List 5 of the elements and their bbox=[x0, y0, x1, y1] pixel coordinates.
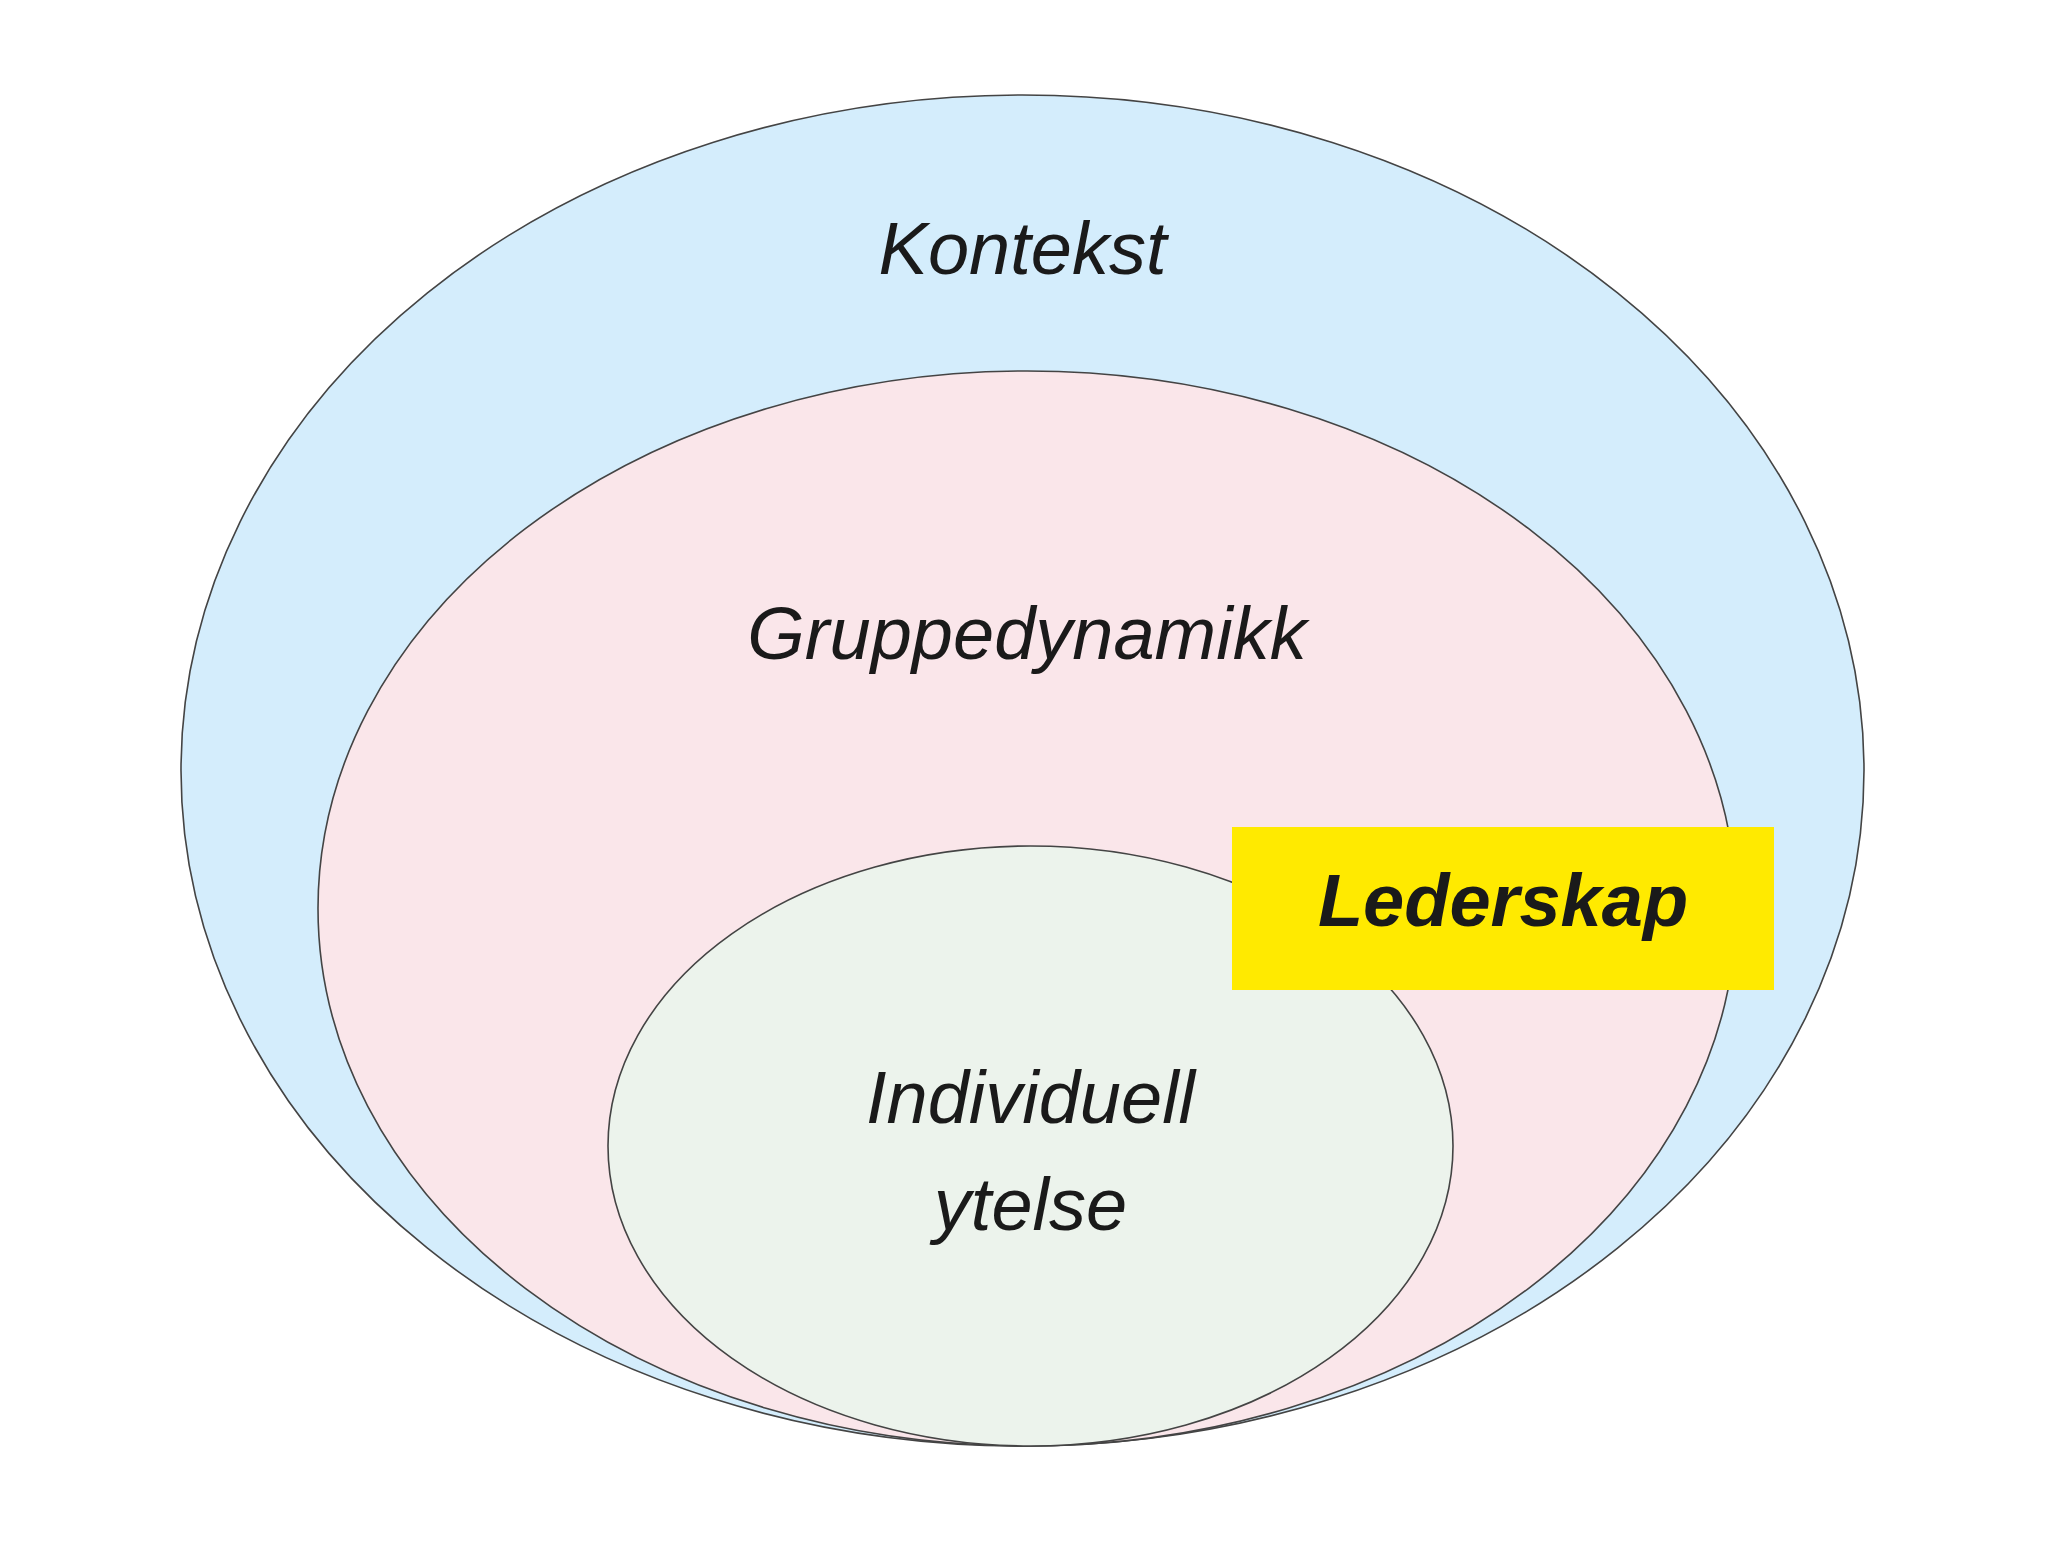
highlight-box bbox=[1232, 827, 1774, 990]
ellipse-label: Kontekst bbox=[878, 206, 1167, 293]
box-label: Lederskap bbox=[1317, 857, 1689, 944]
outer-ellipse bbox=[180, 94, 1865, 1447]
ellipse-label: Individuell ytelse bbox=[864, 1054, 1198, 1248]
